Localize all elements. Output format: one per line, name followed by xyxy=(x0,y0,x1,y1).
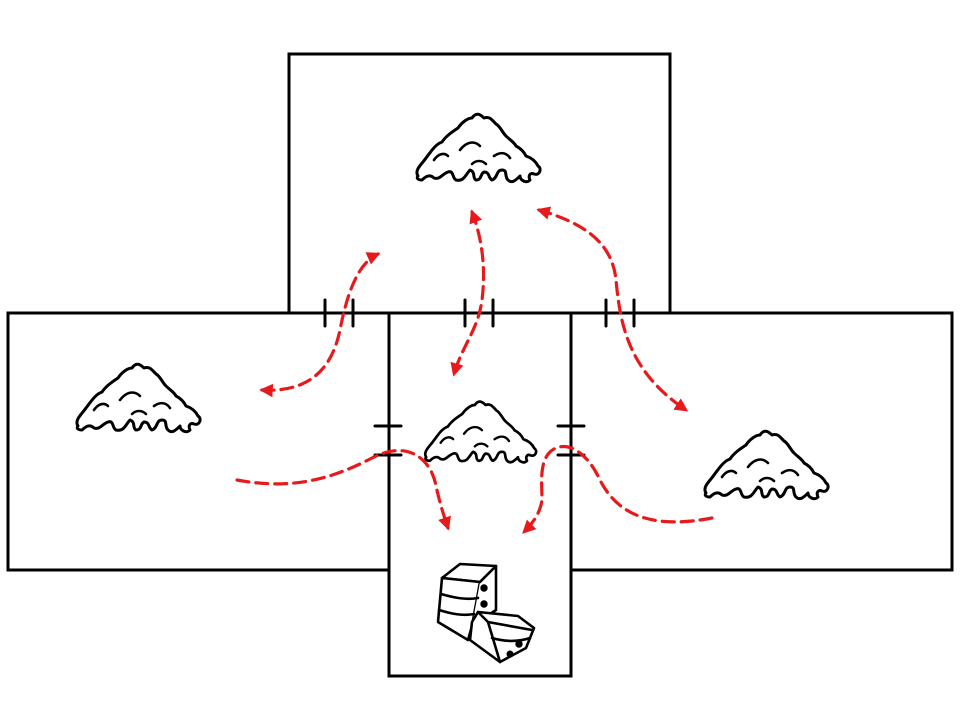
arrow-left-to-cabinet xyxy=(235,449,451,531)
flow-arrows xyxy=(235,206,714,534)
arrow-top-center xyxy=(450,209,486,377)
door-left-center xyxy=(373,424,403,457)
junk-pile-icon xyxy=(703,429,830,501)
top-room xyxy=(287,52,672,315)
arrow-left-top xyxy=(259,252,381,398)
junk-pile-icon xyxy=(415,112,542,184)
open-drawer-cabinet-icon xyxy=(436,562,536,664)
door-right-center xyxy=(556,424,586,457)
junk-pile-icon xyxy=(75,362,202,434)
arrow-right-to-cabinet xyxy=(522,445,714,534)
arrow-top-right xyxy=(536,206,689,412)
